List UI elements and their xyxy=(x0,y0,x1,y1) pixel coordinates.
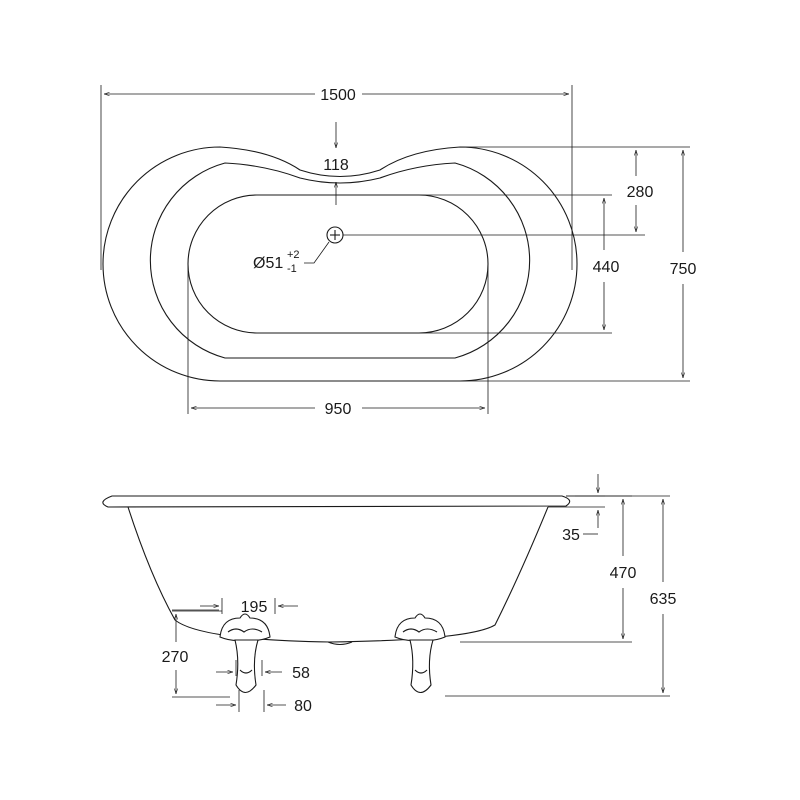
tub-side-body xyxy=(127,506,549,643)
dim-foot-neck: 58 xyxy=(292,665,310,682)
dim-overall-height: 635 xyxy=(650,591,677,608)
side-view: 35 470 635 195 270 58 xyxy=(102,474,677,715)
dim-foot-spacing: 195 xyxy=(241,599,268,616)
tub-side-rim xyxy=(102,495,571,508)
claw-foot-right-icon xyxy=(394,613,446,694)
dim-overall-width: 750 xyxy=(670,261,697,278)
dim-inner-width: 440 xyxy=(593,259,620,276)
tub-inner-rim xyxy=(149,162,531,359)
top-view: 1500 118 750 280 440 950 Ø51 +2 -1 xyxy=(100,85,697,418)
dim-depth: 470 xyxy=(610,565,637,582)
dim-foot-base: 80 xyxy=(294,698,312,715)
dim-rim-dip: 118 xyxy=(323,157,349,174)
waste-tolerance-lower: -1 xyxy=(287,263,297,275)
tub-outer-rim xyxy=(102,146,578,382)
dim-inner-length: 950 xyxy=(325,401,352,418)
dim-overall-length: 1500 xyxy=(320,87,356,104)
waste-tolerance-upper: +2 xyxy=(287,249,300,261)
dim-waste-diameter: Ø51 xyxy=(253,255,283,272)
dim-waste-offset: 280 xyxy=(627,184,654,201)
claw-foot-left-icon xyxy=(219,613,271,694)
tub-basin-floor xyxy=(187,194,489,334)
dim-rim-thickness: 35 xyxy=(562,527,580,544)
dim-foot-height: 270 xyxy=(162,649,189,666)
